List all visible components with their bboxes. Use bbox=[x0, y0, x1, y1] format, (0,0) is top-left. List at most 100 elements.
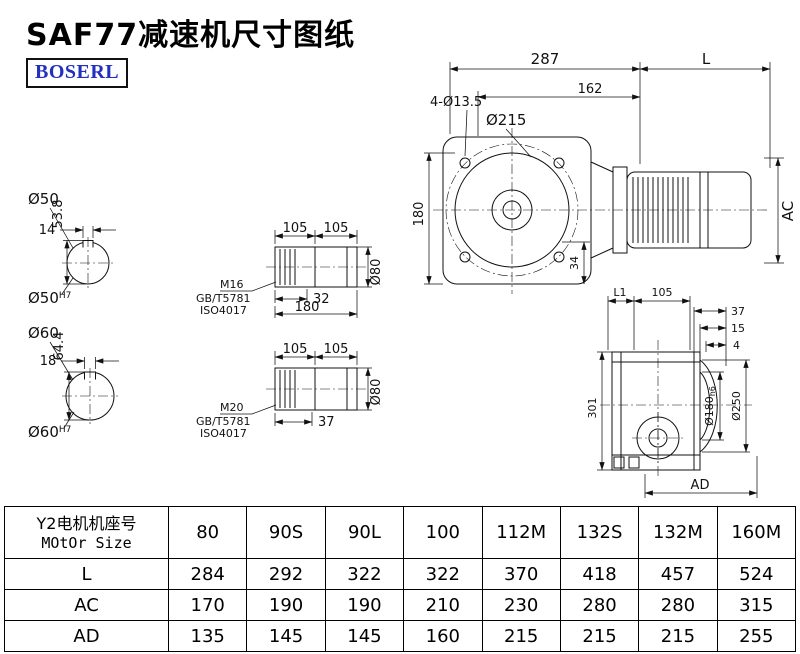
size-col-112m: 112M bbox=[481, 506, 561, 559]
table-cell: 322 bbox=[403, 558, 483, 590]
bolt-detail bbox=[613, 456, 625, 469]
dim-34: 34 bbox=[568, 256, 581, 270]
side-view: L1 105 37 15 4 301 Ø180h6 Ø250 AD bbox=[586, 286, 758, 498]
dim-180: 180 bbox=[412, 202, 427, 227]
table-cell: 322 bbox=[324, 558, 405, 590]
table-cell: 230 bbox=[481, 589, 561, 621]
dim-L1: L1 bbox=[613, 286, 626, 299]
size-col-100: 100 bbox=[403, 506, 483, 559]
table-row-AD: AD 135 145 145 160 215 215 215 255 bbox=[4, 620, 797, 652]
table-row-L: L 284 292 322 322 370 418 457 524 bbox=[4, 558, 797, 590]
technical-drawing: 287 L 162 4-Ø13.5 Ø215 180 34 AC bbox=[28, 50, 797, 498]
table-cell: 280 bbox=[559, 589, 640, 621]
side-body bbox=[611, 351, 701, 471]
motor-size-header: Y2电机机座号 MOtOr Size bbox=[4, 506, 169, 559]
brand-logo: BOSERL bbox=[26, 58, 129, 88]
table-cell: 280 bbox=[638, 589, 718, 621]
dim-L: L bbox=[702, 50, 711, 68]
table-cell: 145 bbox=[324, 620, 405, 652]
dim-shaft-dia: Ø80 bbox=[369, 259, 384, 286]
bore-spec-label: Ø60H7 bbox=[28, 423, 71, 441]
table-cell: 135 bbox=[167, 620, 248, 652]
dim-287: 287 bbox=[531, 50, 560, 68]
dim-shaft-dia: Ø80 bbox=[369, 379, 384, 406]
table-cell: 524 bbox=[716, 558, 797, 590]
table-row-AC: AC 170 190 190 210 230 280 280 315 bbox=[4, 589, 797, 621]
bore-spec-label: Ø50H7 bbox=[28, 289, 71, 307]
bolt-hole bbox=[459, 157, 471, 169]
size-col-132m: 132M bbox=[638, 506, 718, 559]
size-col-160m: 160M bbox=[716, 506, 797, 559]
table-cell: 190 bbox=[246, 589, 326, 621]
flange-circle bbox=[454, 152, 570, 268]
dim-AC: AC bbox=[779, 201, 797, 221]
dim-seg-b: 105 bbox=[324, 221, 349, 236]
hub-circle bbox=[491, 189, 533, 231]
dim-key-width: 14 bbox=[39, 223, 56, 238]
bolt-hole bbox=[553, 251, 565, 263]
table-cell: 255 bbox=[716, 620, 797, 652]
dim-15: 15 bbox=[731, 322, 745, 335]
shaft-dia-label: Ø60 bbox=[28, 324, 59, 342]
size-col-90l: 90L bbox=[324, 506, 405, 559]
table-cell: 418 bbox=[559, 558, 640, 590]
standard-iso: ISO4017 bbox=[200, 427, 247, 440]
row-label-AC: AC bbox=[4, 589, 169, 621]
shaft-view-m16: 105 105 M16 GB/T5781 ISO4017 32 180 Ø80 bbox=[196, 221, 384, 318]
dim-seg-a: 105 bbox=[283, 342, 308, 357]
dim-thread-length: 37 bbox=[318, 415, 335, 430]
standard-iso: ISO4017 bbox=[200, 304, 247, 317]
table-header-row: Y2电机机座号 MOtOr Size 80 90S 90L 100 112M 1… bbox=[4, 506, 797, 559]
motor-fins bbox=[632, 177, 689, 243]
dim-flange-250: Ø250 bbox=[730, 391, 743, 421]
dim-key-depth: 64.4 bbox=[52, 332, 67, 361]
bore-dia: Ø60 bbox=[28, 423, 59, 441]
dim-key-depth: 53.8 bbox=[51, 200, 66, 229]
shaft-section-50: 14 53.8 Ø50 Ø50H7 bbox=[28, 190, 116, 307]
size-col-80: 80 bbox=[167, 506, 248, 559]
thread-callout: M16 bbox=[220, 278, 244, 291]
table-cell: 292 bbox=[246, 558, 326, 590]
dim-seg-a: 105 bbox=[283, 221, 308, 236]
dim-301: 301 bbox=[586, 398, 599, 419]
dim-162: 162 bbox=[578, 82, 603, 97]
shaft-dia-label: Ø50 bbox=[28, 190, 59, 208]
output-bore-inner bbox=[648, 428, 668, 448]
spigot-arc bbox=[699, 371, 711, 441]
bore-tolerance: H7 bbox=[59, 425, 72, 435]
row-label-L: L bbox=[4, 558, 169, 590]
dim-top-105: 105 bbox=[652, 286, 673, 299]
dim-thread-length: 32 bbox=[313, 292, 330, 307]
bolt-hole bbox=[553, 157, 565, 169]
shaft-view-m20: 105 105 M20 GB/T5781 ISO4017 37 Ø80 bbox=[196, 342, 384, 440]
table-cell: 215 bbox=[559, 620, 640, 652]
table-cell: 284 bbox=[167, 558, 248, 590]
table-cell: 370 bbox=[481, 558, 561, 590]
dimension-table: Y2电机机座号 MOtOr Size 80 90S 90L 100 112M 1… bbox=[4, 506, 797, 652]
flange-arc bbox=[699, 359, 718, 453]
shaft-section-60: 18 64.4 Ø60 Ø60H7 bbox=[28, 324, 119, 441]
table-cell: 315 bbox=[716, 589, 797, 621]
bore-circle bbox=[502, 200, 522, 220]
table-cell: 215 bbox=[638, 620, 718, 652]
dim-37: 37 bbox=[731, 305, 745, 318]
dim-bolt-holes: 4-Ø13.5 bbox=[430, 95, 482, 110]
motor-body bbox=[626, 171, 752, 249]
table-cell: 145 bbox=[246, 620, 326, 652]
table-cell: 210 bbox=[403, 589, 483, 621]
table-cell: 190 bbox=[324, 589, 405, 621]
motor-size-header-en: MOtOr Size bbox=[41, 534, 132, 553]
table-cell: 215 bbox=[481, 620, 561, 652]
bolt-circle bbox=[445, 143, 579, 277]
main-view: 287 L 162 4-Ø13.5 Ø215 180 34 AC bbox=[412, 50, 797, 294]
size-col-90s: 90S bbox=[246, 506, 326, 559]
table-cell: 160 bbox=[403, 620, 483, 652]
dim-key-width: 18 bbox=[40, 354, 57, 369]
standard-gb: GB/T5781 bbox=[196, 415, 251, 428]
dim-4: 4 bbox=[733, 339, 740, 352]
size-col-132s: 132S bbox=[559, 506, 640, 559]
standard-gb: GB/T5781 bbox=[196, 292, 251, 305]
dim-seg-b: 105 bbox=[324, 342, 349, 357]
motor-size-header-cn: Y2电机机座号 bbox=[36, 513, 137, 533]
dim-total-length: 180 bbox=[295, 300, 320, 315]
